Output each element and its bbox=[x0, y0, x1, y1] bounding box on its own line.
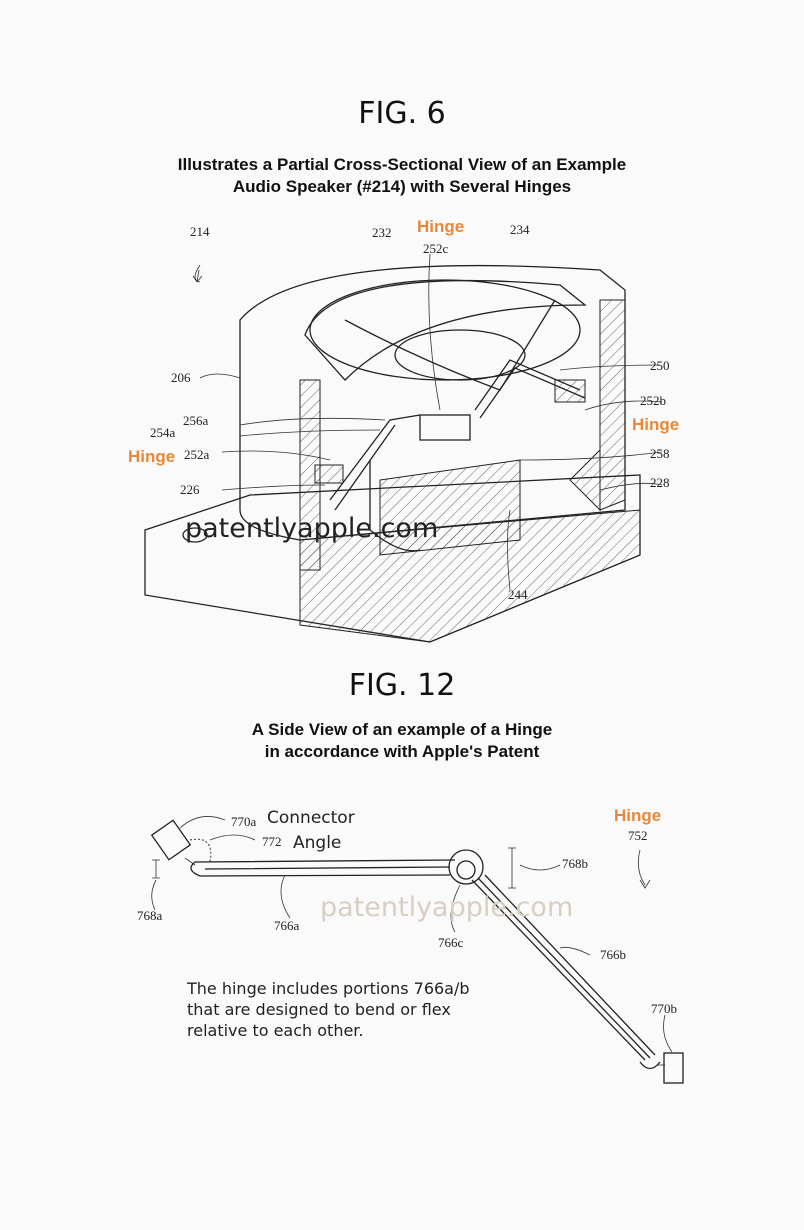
ref-766b: 766b bbox=[600, 947, 626, 962]
ref-768b: 768b bbox=[562, 856, 588, 871]
hinge-label: Hinge bbox=[614, 806, 661, 825]
fig12-caption-line1: A Side View of an example of a Hinge bbox=[251, 720, 553, 739]
ref-254a: 254a bbox=[150, 425, 176, 440]
fig12-hinge-drawing: 770a Connector 772 Angle Hinge 752 768b … bbox=[137, 806, 684, 1084]
ref-752: 752 bbox=[628, 828, 648, 843]
watermark: patentlyapple.com bbox=[185, 513, 438, 544]
fig6-speaker-drawing: 214 232 Hinge 252c 234 206 250 252b Hing… bbox=[128, 217, 679, 643]
fig6-title: FIG. 6 bbox=[358, 96, 446, 131]
fig6-caption-line1: Illustrates a Partial Cross-Sectional Vi… bbox=[177, 155, 627, 174]
hinge-description: The hinge includes portions 766a/b that … bbox=[187, 978, 470, 1041]
ref-244: 244 bbox=[508, 587, 528, 602]
ref-226: 226 bbox=[180, 482, 200, 497]
watermark: patentlyapple.com bbox=[320, 892, 573, 923]
ref-766a: 766a bbox=[274, 918, 300, 933]
note-line2: that are designed to bend or flex bbox=[187, 1000, 451, 1019]
hinge-label-right: Hinge bbox=[632, 415, 679, 434]
fig12-caption: A Side View of an example of a Hinge in … bbox=[0, 719, 804, 763]
fig12-title: FIG. 12 bbox=[348, 668, 456, 703]
note-line3: relative to each other. bbox=[187, 1021, 364, 1040]
ref-232: 232 bbox=[372, 225, 392, 240]
ref-768a: 768a bbox=[137, 908, 163, 923]
connector-b bbox=[663, 1052, 684, 1084]
ref-770b: 770b bbox=[651, 1001, 677, 1016]
ref-250: 250 bbox=[650, 358, 670, 373]
fig12-caption-line2: in accordance with Apple's Patent bbox=[264, 742, 540, 761]
ref-228: 228 bbox=[650, 475, 670, 490]
ref-252c: 252c bbox=[423, 241, 449, 256]
ref-256a: 256a bbox=[183, 413, 209, 428]
ref-234: 234 bbox=[510, 222, 530, 237]
ref-214: 214 bbox=[190, 224, 210, 239]
connector-label: Connector bbox=[267, 808, 355, 828]
angle-label: Angle bbox=[293, 833, 341, 853]
ref-258: 258 bbox=[650, 446, 670, 461]
note-line1: The hinge includes portions 766a/b bbox=[187, 979, 470, 998]
fig6-caption-line2: Audio Speaker (#214) with Several Hinges bbox=[232, 177, 572, 196]
hinge-label-left: Hinge bbox=[128, 447, 175, 466]
ref-206: 206 bbox=[171, 370, 191, 385]
ref-770a: 770a bbox=[231, 814, 257, 829]
ref-772: 772 bbox=[262, 834, 282, 849]
connector-a bbox=[150, 819, 192, 861]
ref-766c: 766c bbox=[438, 935, 464, 950]
fig6-caption: Illustrates a Partial Cross-Sectional Vi… bbox=[0, 154, 804, 198]
ref-252b: 252b bbox=[640, 393, 666, 408]
hinge-label-top: Hinge bbox=[417, 217, 464, 236]
ref-252a: 252a bbox=[184, 447, 210, 462]
